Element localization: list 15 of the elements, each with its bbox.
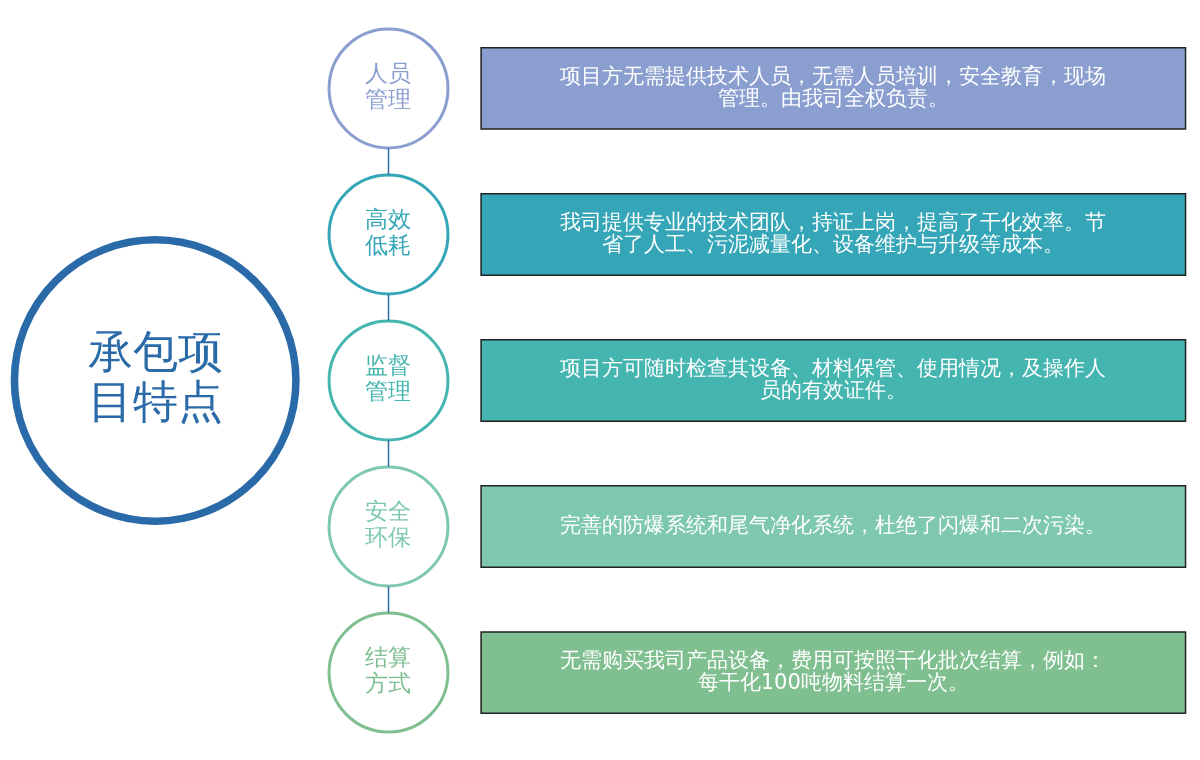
node-circle: 监督管理 xyxy=(327,319,450,441)
connector xyxy=(387,585,390,613)
node-box: 无需购买我司产品设备，费用可按照干化批次结算，例如：每干化100吨物料结算一次。 xyxy=(480,630,1187,714)
node-circle: 人员管理 xyxy=(327,27,450,149)
node-box: 完善的防爆系统和尾气净化系统，杜绝了闪爆和二次污染。 xyxy=(480,484,1187,568)
node-circle: 高效低耗 xyxy=(327,173,450,295)
node-circle: 安全环保 xyxy=(327,465,450,587)
connector xyxy=(387,439,390,467)
node-box: 项目方无需提供技术人员，无需人员培训，安全教育，现场管理。由我司全权负责。 xyxy=(480,46,1187,130)
connector xyxy=(387,147,390,175)
node-box: 我司提供专业的技术团队，持证上岗，提高了干化效率。节省了人工、污泥减量化、设备维护与升级等成本。 xyxy=(480,192,1187,276)
node-circle: 结算方式 xyxy=(327,611,450,733)
connector xyxy=(387,293,390,321)
node-box: 项目方可随时检查其设备、材料保管、使用情况，及操作人员的有效证件。 xyxy=(480,338,1187,422)
node-circle: 承包项目特点 xyxy=(10,235,300,525)
